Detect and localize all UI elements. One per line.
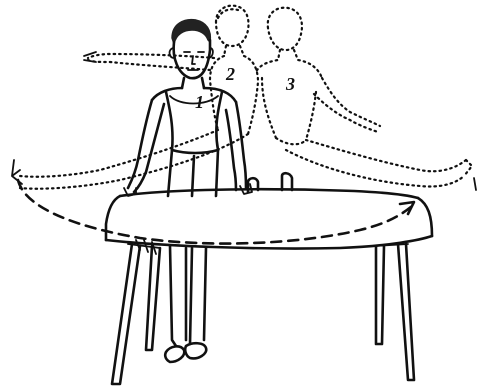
gymnast-1-label: 1 [195,92,204,112]
gymnast-3-outline [255,8,472,187]
pommel-horse [106,173,432,384]
gymnast-2-label: 2 [225,64,235,84]
gymnast-3-label: 3 [285,74,295,94]
